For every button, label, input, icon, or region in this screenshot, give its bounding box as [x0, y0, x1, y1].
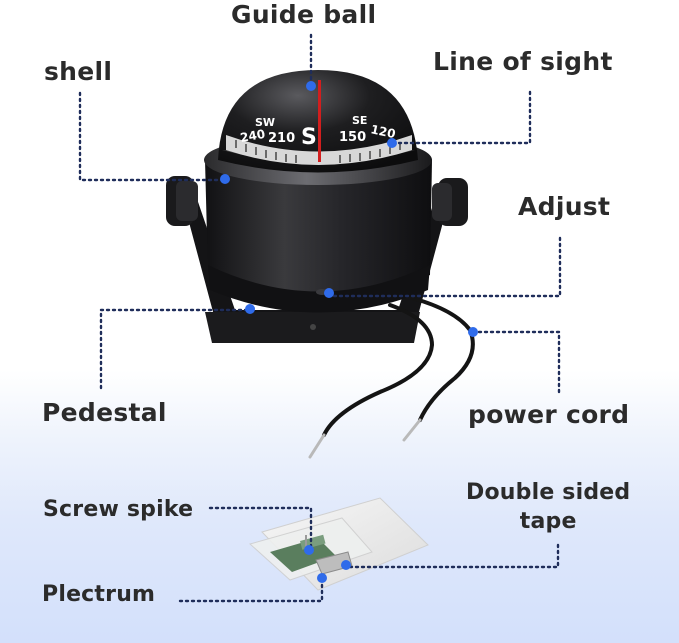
- label-adjust: Adjust: [518, 192, 611, 221]
- label-power-cord: power cord: [468, 400, 630, 429]
- leader-lines: [78, 33, 562, 603]
- dial-210: 210: [268, 131, 295, 146]
- dial-s: S: [301, 125, 317, 150]
- leader-double-sided-tape: [343, 543, 560, 569]
- label-pedestal: Pedestal: [42, 398, 167, 427]
- label-screw-spike: Screw spike: [43, 497, 194, 522]
- dial-sw: SW: [255, 116, 275, 129]
- dial-120: 120: [369, 122, 396, 141]
- dial-se: SE: [352, 114, 367, 127]
- dial-240: 240: [239, 127, 266, 145]
- power-cord-wires: [308, 296, 475, 459]
- needle-line: [318, 80, 321, 162]
- label-guide-ball: Guide ball: [231, 0, 377, 29]
- leader-line-of-sight: [390, 90, 532, 145]
- leader-pedestal: [99, 308, 252, 390]
- dial-150: 150: [339, 130, 366, 145]
- label-plectrum: Plectrum: [42, 582, 156, 607]
- compass-dome: [218, 70, 418, 173]
- mounting-accessories: [248, 497, 429, 591]
- leader-screw-spike: [208, 506, 313, 553]
- pedestal-bracket: [182, 196, 450, 343]
- leader-plectrum: [178, 576, 324, 603]
- label-line-of-sight: Line of sight: [433, 47, 613, 76]
- label-double-sided-tape-line1: Double sided: [466, 480, 631, 505]
- marker-dots: [220, 81, 478, 583]
- label-double-sided-tape-line2: tape: [519, 509, 577, 534]
- leader-shell: [78, 91, 226, 182]
- label-double-sided-tape: Double sided tape: [466, 478, 630, 536]
- label-shell: shell: [44, 57, 113, 86]
- leader-adjust: [328, 236, 562, 298]
- adjust-knobs: [166, 176, 468, 226]
- leader-power-cord: [470, 330, 561, 394]
